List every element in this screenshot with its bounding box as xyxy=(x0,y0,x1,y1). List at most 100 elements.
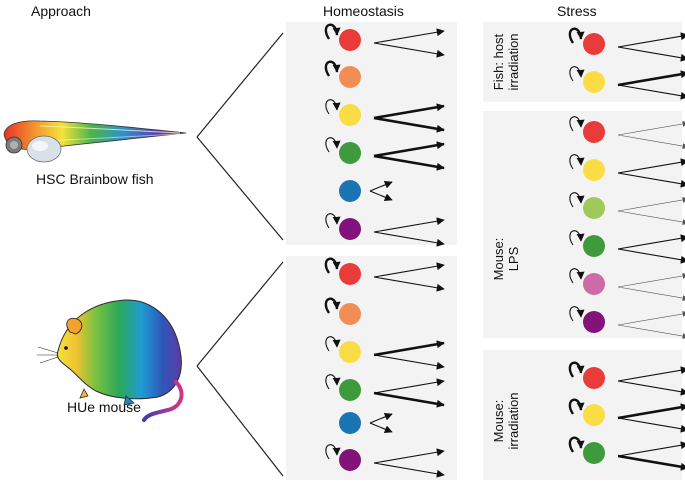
fish_homeostasis-self-renewal-arrow-2 xyxy=(324,60,341,77)
mouse_lps-self-renewal-arrow-3 xyxy=(569,192,585,208)
fish_irradiation-fan-upper-arrow-1 xyxy=(617,32,685,48)
mouse-bracket xyxy=(196,261,284,477)
fish_homeostasis-self-renewal-arrow-6 xyxy=(325,213,341,229)
mouse_lps-fan-upper-arrow-4 xyxy=(617,234,685,250)
fish_homeostasis-clone-purple-6 xyxy=(339,218,361,240)
mouse_irradiation-fan-lower-arrow-1 xyxy=(617,380,685,396)
fish_irradiation-self-renewal-arrow-2 xyxy=(569,66,585,82)
fish_homeostasis-self-renewal-arrow-1 xyxy=(324,23,341,40)
fish-bracket xyxy=(196,32,284,241)
mouse_homeostasis-clone-red-1 xyxy=(339,263,361,285)
fish_homeostasis-fan-upper-arrow-6 xyxy=(373,217,445,233)
fish_homeostasis-fan-upper-arrow-3 xyxy=(373,103,445,120)
mouse_irradiation-fan-upper-arrow-1 xyxy=(617,366,685,382)
mouse_lps-fan-lower-arrow-4 xyxy=(617,248,685,264)
mouse_lps-clone-light_green-3 xyxy=(583,197,605,219)
mouse_lps-fan-upper-arrow-2 xyxy=(617,158,685,174)
fish_homeostasis-fan-lower-arrow-5 xyxy=(369,190,393,201)
fish_homeostasis-fan-lower-arrow-3 xyxy=(373,116,445,133)
mouse_irradiation-fan-lower-arrow-3 xyxy=(617,454,685,471)
fish_homeostasis-fan-upper-arrow-5 xyxy=(369,181,393,192)
mouse_homeostasis-fan-lower-arrow-5 xyxy=(369,422,393,433)
mouse_lps-fan-lower-arrow-1 xyxy=(617,134,685,150)
fish-illustration xyxy=(3,120,187,163)
fish_homeostasis-fan-lower-arrow-4 xyxy=(373,154,445,171)
mouse_homeostasis-fan-lower-arrow-1 xyxy=(373,276,445,292)
mouse_homeostasis-self-renewal-arrow-4 xyxy=(325,374,341,390)
mouse_lps-clone-purple-6 xyxy=(583,311,605,333)
mouse-illustration xyxy=(37,299,184,422)
mouse_lps-self-renewal-arrow-5 xyxy=(569,268,585,284)
mouse_lps-fan-lower-arrow-2 xyxy=(617,172,685,188)
mouse_irradiation-self-renewal-arrow-2 xyxy=(568,398,585,415)
mouse_irradiation-clone-yellow-2 xyxy=(583,404,605,426)
fish_homeostasis-clone-red-1 xyxy=(339,29,361,51)
mouse_homeostasis-clone-orange-2 xyxy=(339,303,361,325)
mouse_homeostasis-self-renewal-arrow-3 xyxy=(325,336,341,352)
fish_homeostasis-fan-upper-arrow-4 xyxy=(373,141,445,158)
mouse-lps-panel xyxy=(483,111,682,338)
fish_irradiation-fan-upper-arrow-2 xyxy=(617,70,685,87)
fish_irradiation-fan-lower-arrow-1 xyxy=(617,46,685,62)
mouse_homeostasis-fan-upper-arrow-4 xyxy=(373,378,445,394)
mouse_homeostasis-fan-upper-arrow-1 xyxy=(373,262,445,278)
mouse_homeostasis-fan-lower-arrow-6 xyxy=(373,462,445,478)
mouse_homeostasis-fan-upper-arrow-3 xyxy=(373,340,445,357)
fish_homeostasis-fan-upper-arrow-1 xyxy=(373,28,445,44)
mouse_lps-fan-lower-arrow-3 xyxy=(617,210,685,226)
mouse_irradiation-self-renewal-arrow-1 xyxy=(568,361,585,378)
fish_irradiation-self-renewal-arrow-1 xyxy=(568,27,585,44)
mouse_homeostasis-fan-lower-arrow-4 xyxy=(373,391,445,408)
mouse_lps-clone-green-4 xyxy=(583,235,605,257)
mouse_lps-self-renewal-arrow-1 xyxy=(569,116,585,132)
mouse_lps-self-renewal-arrow-6 xyxy=(569,306,585,322)
mouse_lps-fan-upper-arrow-6 xyxy=(617,310,685,326)
mouse_homeostasis-clone-yellow-3 xyxy=(339,341,361,363)
mouse_irradiation-fan-upper-arrow-3 xyxy=(617,441,685,457)
mouse-homeostasis-panel xyxy=(286,256,457,480)
mouse_lps-clone-yellow-2 xyxy=(583,159,605,181)
mouse_homeostasis-self-renewal-arrow-2 xyxy=(324,297,341,314)
fish_homeostasis-clone-green-4 xyxy=(339,142,361,164)
fish_homeostasis-fan-lower-arrow-6 xyxy=(373,231,445,247)
fish_irradiation-clone-yellow-2 xyxy=(583,71,605,93)
fish_irradiation-fan-lower-arrow-2 xyxy=(617,84,685,100)
mouse_homeostasis-fan-upper-arrow-6 xyxy=(373,448,445,464)
mouse_homeostasis-self-renewal-arrow-1 xyxy=(324,257,341,274)
mouse_lps-self-renewal-arrow-2 xyxy=(569,154,585,170)
mouse_irradiation-fan-lower-arrow-2 xyxy=(617,417,685,433)
mouse_irradiation-self-renewal-arrow-3 xyxy=(568,436,585,453)
mouse_lps-self-renewal-arrow-4 xyxy=(569,230,585,246)
mouse_irradiation-clone-green-3 xyxy=(583,442,605,464)
fish-homeostasis-panel xyxy=(286,22,457,245)
fish_homeostasis-self-renewal-arrow-3 xyxy=(325,99,341,115)
mouse_irradiation-clone-red-1 xyxy=(583,367,605,389)
fish_homeostasis-clone-orange-2 xyxy=(339,66,361,88)
fish_homeostasis-clone-yellow-3 xyxy=(339,104,361,126)
mouse_lps-clone-pink-5 xyxy=(583,273,605,295)
mouse_lps-clone-red-1 xyxy=(583,121,605,143)
stress-header: Stress xyxy=(557,3,597,19)
mouse_lps-fan-lower-arrow-6 xyxy=(617,324,685,340)
homeostasis-header: Homeostasis xyxy=(323,3,404,19)
fish_homeostasis-fan-lower-arrow-1 xyxy=(373,42,445,58)
mouse_lps-fan-lower-arrow-5 xyxy=(617,286,685,302)
mouse-model-label: HUe mouse xyxy=(67,399,141,415)
fish_irradiation-clone-red-1 xyxy=(583,33,605,55)
fish-model-label: HSC Brainbow fish xyxy=(36,171,154,187)
mouse_homeostasis-self-renewal-arrow-6 xyxy=(325,444,341,460)
mouse_homeostasis-fan-upper-arrow-5 xyxy=(369,413,393,424)
mouse_lps-fan-upper-arrow-1 xyxy=(617,120,685,136)
fish_homeostasis-clone-blue-5 xyxy=(339,180,361,202)
fish_homeostasis-self-renewal-arrow-4 xyxy=(325,137,341,153)
mouse_lps-fan-upper-arrow-5 xyxy=(617,272,685,288)
mouse_homeostasis-clone-blue-5 xyxy=(339,412,361,434)
mouse_lps-fan-upper-arrow-3 xyxy=(617,196,685,212)
mouse_homeostasis-fan-lower-arrow-3 xyxy=(373,354,445,370)
mouse_homeostasis-clone-green-4 xyxy=(339,379,361,401)
approach-header: Approach xyxy=(31,3,91,19)
mouse_homeostasis-clone-purple-6 xyxy=(339,449,361,471)
